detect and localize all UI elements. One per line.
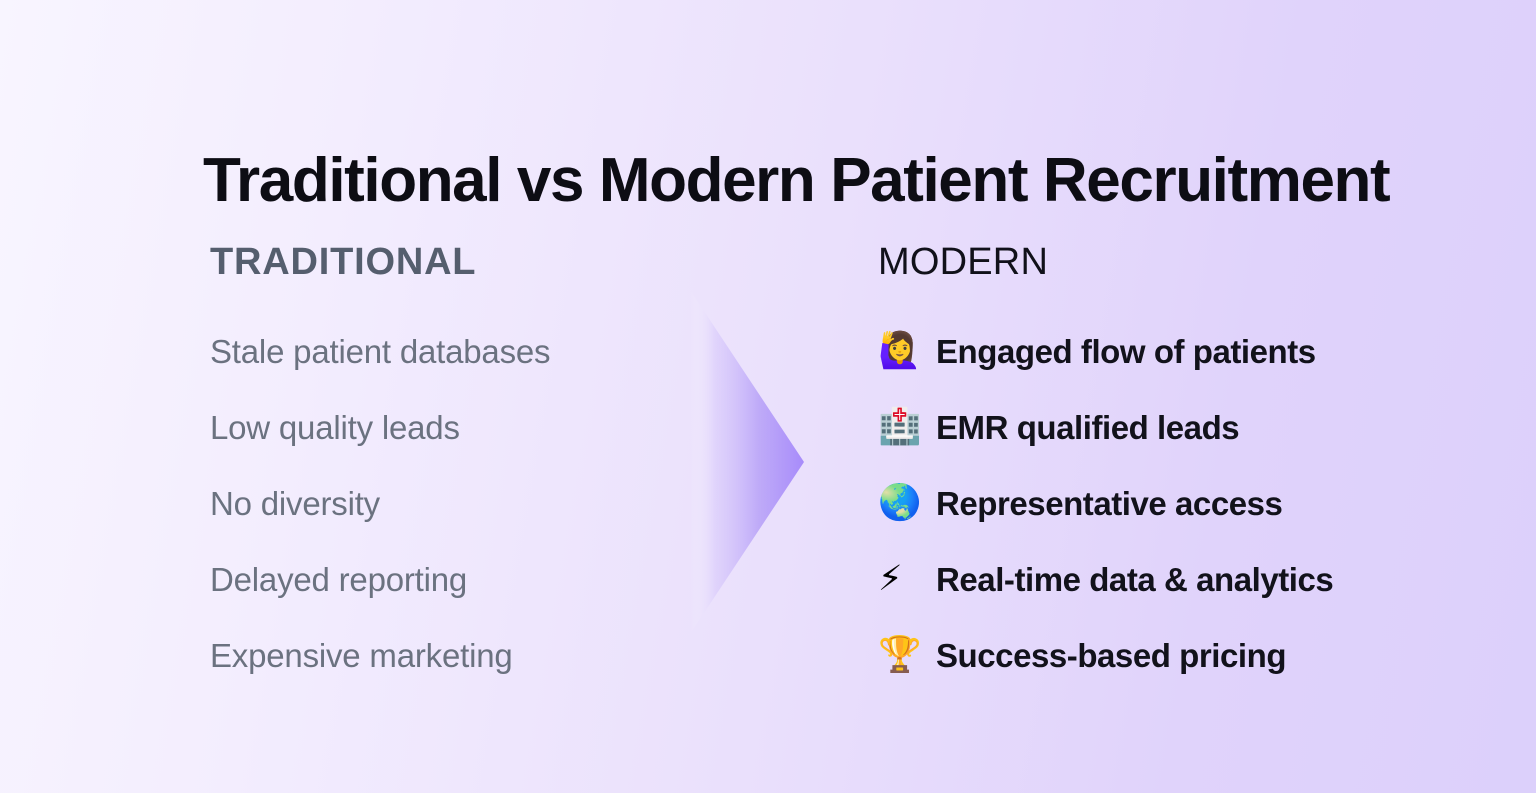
traditional-item-label: Stale patient databases <box>210 332 551 370</box>
modern-column: MODERN 🙋‍♀️ Engaged flow of patients 🏥 E… <box>878 241 1334 677</box>
list-item: Low quality leads <box>210 405 550 449</box>
modern-item-label: Real-time data & analytics <box>936 560 1334 598</box>
traditional-item-label: Expensive marketing <box>210 636 513 674</box>
chevron-right-arrow <box>688 288 806 636</box>
list-item: No diversity <box>210 481 550 525</box>
list-item: 🏆 Success-based pricing <box>878 633 1333 677</box>
list-item: ⚡ Real-time data & analytics <box>878 557 1334 601</box>
list-item: 🌏 Representative access <box>878 481 1333 525</box>
list-item: 🏥 EMR qualified leads <box>878 405 1333 449</box>
list-item: Stale patient databases <box>210 329 551 373</box>
traditional-column: TRADITIONAL Stale patient databases Low … <box>210 241 551 677</box>
modern-column-header: MODERN <box>878 241 1049 283</box>
modern-item-label: Representative access <box>936 484 1283 522</box>
woman-raising-hand-icon: 🙋‍♀️ <box>878 330 922 371</box>
hospital-icon: 🏥 <box>878 406 922 447</box>
modern-item-label: Engaged flow of patients <box>936 332 1316 370</box>
high-voltage-icon: ⚡ <box>878 558 903 599</box>
traditional-column-header: TRADITIONAL <box>210 241 477 283</box>
list-item: Delayed reporting <box>210 557 550 601</box>
modern-item-label: EMR qualified leads <box>936 408 1240 446</box>
list-item: Expensive marketing <box>210 633 550 677</box>
traditional-item-label: Delayed reporting <box>210 560 468 598</box>
trophy-icon: 🏆 <box>878 634 922 675</box>
globe-asia-australia-icon: 🌏 <box>878 482 922 523</box>
traditional-item-label: Low quality leads <box>210 408 460 446</box>
page-title: Traditional vs Modern Patient Recruitmen… <box>203 145 1391 215</box>
modern-item-label: Success-based pricing <box>936 636 1287 674</box>
list-item: 🙋‍♀️ Engaged flow of patients <box>878 329 1333 373</box>
traditional-item-label: No diversity <box>210 484 380 522</box>
